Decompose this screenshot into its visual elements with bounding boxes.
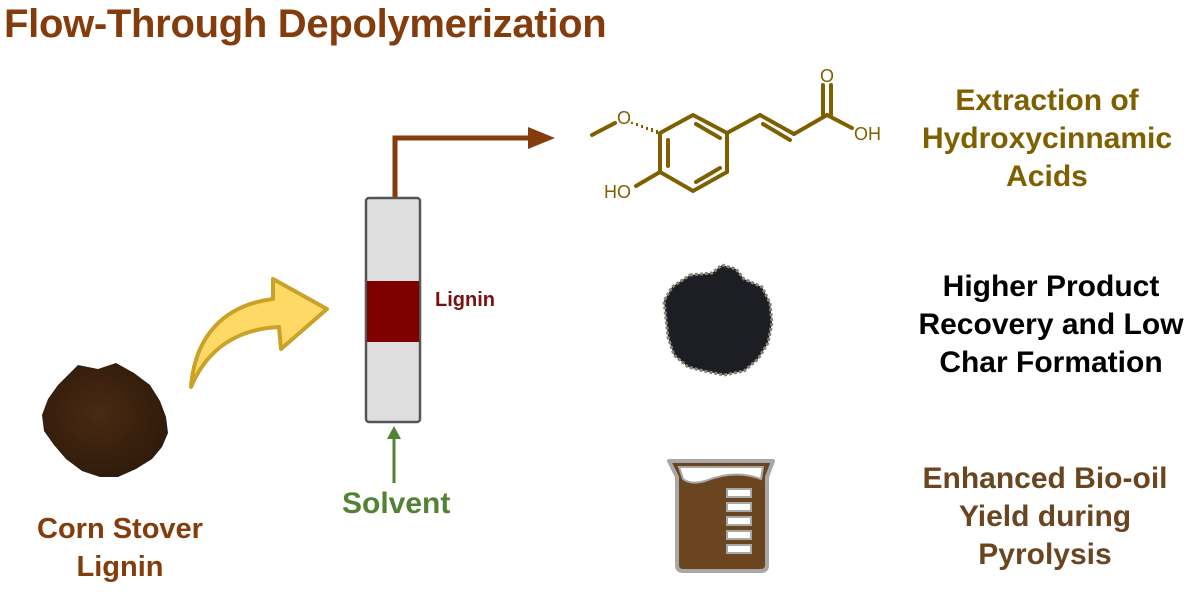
outlet-arrow-icon [392,127,555,197]
feedstock-label-line1: Corn Stover [37,513,203,545]
flow-through-column-icon [364,196,422,424]
outcome-line: Enhanced Bio-oil [922,462,1168,495]
outcome-line: Yield during [958,500,1132,533]
hydroxyl-label: HO [604,182,631,202]
outcome-line: Acids [1006,160,1088,193]
outcome-line: Higher Product [942,270,1160,303]
methoxy-oxygen-label: O [617,108,631,128]
outcome-line: Hydroxycinnamic [921,122,1173,155]
outcome-hydroxycinnamic-acids: Extraction of Hydroxycinnamic Acids [912,82,1182,196]
carbonyl-oxygen-label: O [820,66,834,86]
lignin-bed [367,281,419,342]
ferulic-acid-structure: O HO O OH [590,66,881,202]
outcome-product-recovery: Higher Product Recovery and Low Char For… [905,268,1197,382]
outcome-line: Pyrolysis [978,538,1112,571]
feedstock-label-line2: Lignin [76,551,164,583]
outcome-line: Char Formation [939,346,1163,379]
solvent-label: Solvent [342,487,451,520]
outcome-line: Recovery and Low [918,308,1184,341]
lignin-bed-label: Lignin [435,289,495,311]
char-powder-icon [662,263,774,377]
acid-oh-label: OH [854,124,881,144]
feedstock-label: Corn Stover Lignin [20,510,220,586]
curved-arrow-icon [189,277,329,389]
beaker-icon [667,459,775,573]
lignin-powder-icon [42,363,168,477]
outcome-line: Extraction of [955,84,1139,117]
outcome-bio-oil-yield: Enhanced Bio-oil Yield during Pyrolysis [905,460,1185,574]
page-title: Flow-Through Depolymerization [4,2,607,46]
solvent-arrow-icon [387,426,401,483]
